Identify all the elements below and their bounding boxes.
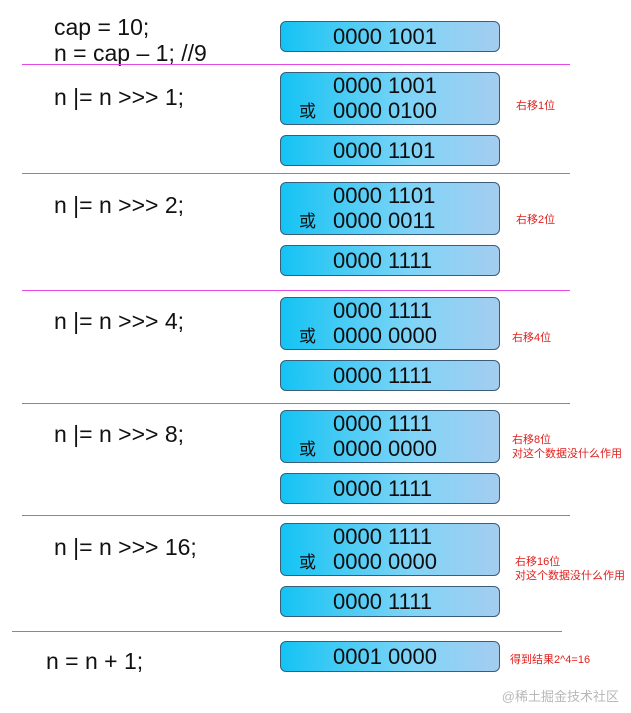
initial-bits-box: 0000 1001	[280, 21, 500, 52]
step-1-operand-b: 0000 0100	[333, 98, 437, 123]
step-1-operand-a: 0000 1001	[333, 73, 437, 98]
divider-6	[12, 631, 562, 632]
watermark: @稀土掘金技术社区	[501, 689, 619, 704]
step-3-operand-b: 0000 0000	[333, 323, 437, 348]
step-3-operand-a: 0000 1111	[333, 298, 433, 323]
final-note: 得到结果2^4=16	[510, 654, 591, 666]
final-result-box: 0001 0000	[280, 641, 500, 672]
step-4-or-operator: 或	[299, 440, 316, 459]
step-2-note: 右移2位	[516, 214, 556, 226]
divider-1	[22, 64, 570, 65]
initial-bits: 0000 1001	[333, 24, 437, 49]
step-4-result: 0000 1111	[333, 476, 433, 501]
step-2-result-box: 0000 1111	[280, 245, 500, 276]
step-5-result-box: 0000 1111	[280, 586, 500, 617]
divider-4	[22, 403, 570, 404]
step-3-or-operator: 或	[299, 327, 316, 346]
divider-3	[22, 290, 570, 291]
step-3-result-box: 0000 1111	[280, 360, 500, 391]
step-4-or-box: 0000 1111 或 0000 0000	[280, 410, 500, 463]
divider-2	[22, 173, 570, 174]
step-2-or-box: 0000 1101 或 0000 0011	[280, 182, 500, 235]
step-3-result: 0000 1111	[333, 363, 433, 388]
step-3-code: n |= n >>> 4;	[54, 308, 185, 334]
step-5-or-operator: 或	[299, 553, 316, 572]
step-3-or-box: 0000 1111 或 0000 0000	[280, 297, 500, 350]
step-4-code: n |= n >>> 8;	[54, 421, 185, 447]
step-5-or-box: 0000 1111 或 0000 0000	[280, 523, 500, 576]
step-5-operand-a: 0000 1111	[333, 524, 433, 549]
step-2-operand-a: 0000 1101	[333, 183, 436, 208]
step-4-operand-b: 0000 0000	[333, 436, 437, 461]
final-code: n = n + 1;	[46, 648, 144, 674]
code-line-cap: cap = 10;	[54, 14, 150, 40]
step-5-note: 右移16位 对这个数据没什么作用	[515, 556, 625, 582]
step-1-result: 0000 1101	[333, 138, 436, 163]
step-4-operand-a: 0000 1111	[333, 411, 433, 436]
step-1-code: n |= n >>> 1;	[54, 84, 185, 110]
step-4-note: 右移8位 对这个数据没什么作用	[512, 434, 622, 460]
step-4-result-box: 0000 1111	[280, 473, 500, 504]
step-2-code: n |= n >>> 2;	[54, 192, 185, 218]
step-5-operand-b: 0000 0000	[333, 549, 437, 574]
step-3-note: 右移4位	[512, 332, 552, 344]
step-1-result-box: 0000 1101	[280, 135, 500, 166]
step-1-or-operator: 或	[299, 102, 316, 121]
step-2-operand-b: 0000 0011	[333, 208, 436, 233]
step-1-or-box: 0000 1001 或 0000 0100	[280, 72, 500, 125]
final-result: 0001 0000	[333, 644, 437, 669]
step-1-note: 右移1位	[516, 100, 556, 112]
divider-5	[22, 515, 570, 516]
step-2-result: 0000 1111	[333, 248, 433, 273]
code-line-n-init: n = cap – 1; //9	[54, 40, 207, 66]
step-5-code: n |= n >>> 16;	[54, 534, 197, 560]
step-2-or-operator: 或	[299, 212, 316, 231]
step-5-result: 0000 1111	[333, 589, 433, 614]
